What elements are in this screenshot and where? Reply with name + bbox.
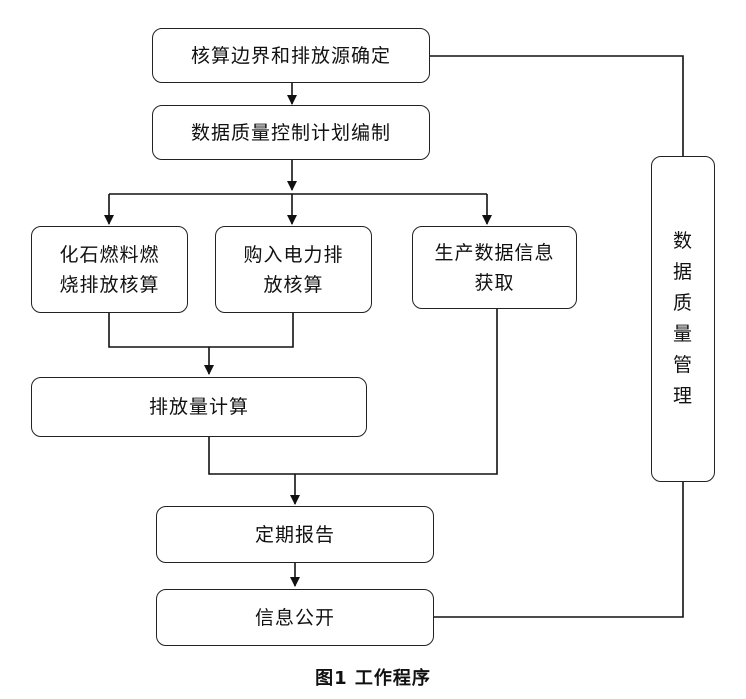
- node-disclosure-label: 信息公开: [254, 606, 335, 629]
- loop-management-to-disclosure: [433, 482, 684, 618]
- node-disclosure: 信息公开: [156, 589, 434, 646]
- node-data-quality-management: 数 据 质 量 管 理: [651, 156, 715, 482]
- node-report-label: 定期报告: [254, 523, 335, 546]
- merge-calc-production: [208, 309, 498, 475]
- mgmt-char: 据: [672, 261, 693, 283]
- node-power-line1: 购入电力排: [243, 243, 344, 266]
- node-emission-calc: 排放量计算: [31, 377, 367, 437]
- node-production: 生产数据信息 获取: [412, 226, 577, 309]
- node-boundary-label: 核算边界和排放源确定: [190, 44, 391, 67]
- node-production-line2: 获取: [474, 271, 515, 294]
- mgmt-char: 量: [672, 323, 693, 345]
- node-emission-calc-label: 排放量计算: [148, 396, 249, 418]
- node-power-line2: 放核算: [263, 273, 324, 296]
- node-boundary: 核算边界和排放源确定: [152, 28, 430, 83]
- node-fossil: 化石燃料燃 烧排放核算: [31, 226, 188, 313]
- node-fossil-line2: 烧排放核算: [59, 273, 160, 296]
- loop-boundary-to-management: [430, 55, 684, 156]
- mgmt-char: 管: [672, 354, 693, 376]
- mgmt-char: 理: [672, 385, 693, 407]
- node-fossil-line1: 化石燃料燃: [59, 243, 160, 266]
- node-power: 购入电力排 放核算: [215, 226, 372, 313]
- node-production-line1: 生产数据信息: [434, 241, 555, 264]
- node-report: 定期报告: [156, 506, 434, 563]
- figure-caption: 图1 工作程序: [315, 668, 431, 689]
- mgmt-char: 质: [672, 292, 693, 314]
- node-plan: 数据质量控制计划编制: [152, 105, 430, 160]
- node-plan-label: 数据质量控制计划编制: [190, 121, 391, 144]
- mgmt-char: 数: [672, 230, 693, 252]
- merge-fossil-power: [108, 313, 294, 348]
